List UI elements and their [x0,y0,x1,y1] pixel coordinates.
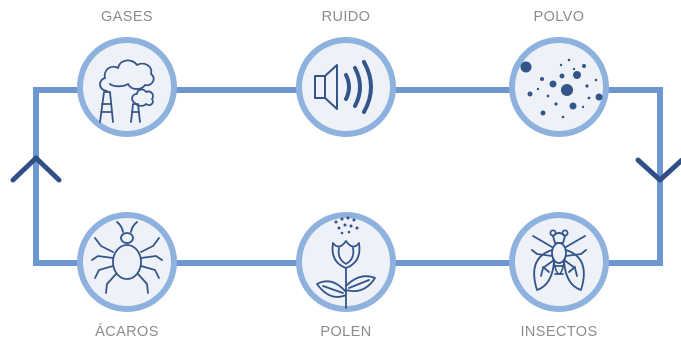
label-polvo: POLVO [533,9,585,25]
node-gases [77,37,177,137]
factory-smoke-icon [99,59,155,123]
node-insectos [509,212,609,312]
label-acaros: ÁCAROS [95,324,159,340]
label-ruido: RUIDO [321,9,371,25]
down-arrow-icon [635,157,681,183]
label-gases: GASES [101,9,153,25]
label-polen: POLEN [320,324,372,340]
mite-icon [91,221,163,294]
label-insectos: INSECTOS [520,324,598,340]
node-acaros [77,212,177,312]
dust-particles-icon [520,58,603,119]
node-polen [296,212,396,312]
node-polvo [509,37,609,137]
speaker-sound-icon [314,60,373,114]
node-ruido [296,37,396,137]
flower-pollen-icon [316,216,376,309]
up-arrow-icon [10,155,62,183]
fly-insect-icon [531,229,587,291]
